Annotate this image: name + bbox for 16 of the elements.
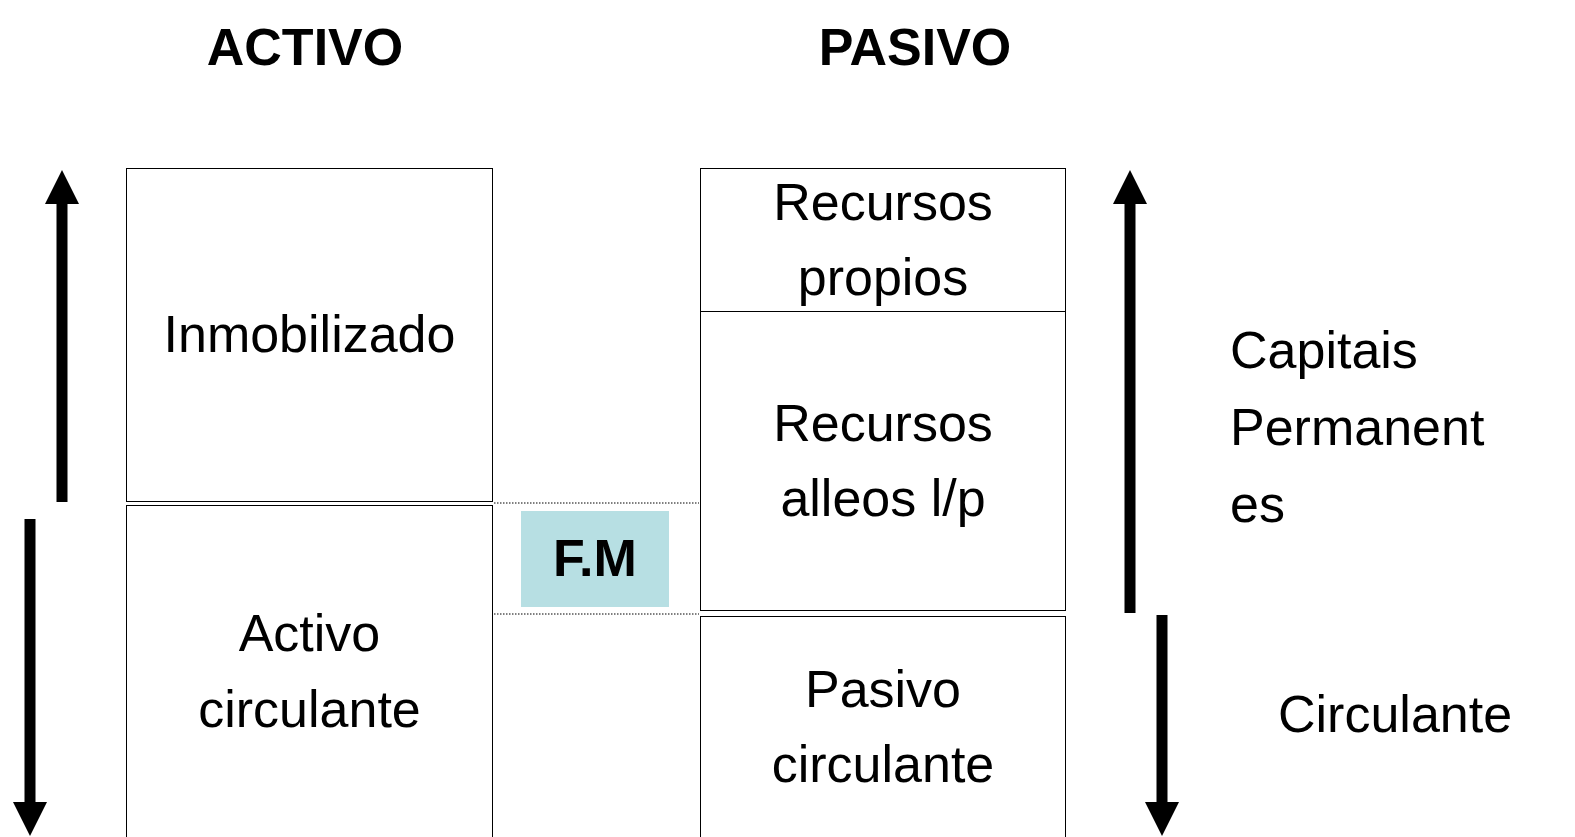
balance-box — [126, 505, 493, 837]
side-label: Capitais Permanent es — [1230, 320, 1486, 535]
box-label: F.M — [553, 528, 637, 590]
balance-box — [700, 168, 1066, 312]
box-label: Recursos alleos l/p — [772, 392, 994, 529]
box-label: Pasivo circulante — [770, 658, 996, 795]
highlight-box — [521, 511, 669, 607]
balance-box — [126, 168, 493, 502]
column-heading: PASIVO — [817, 17, 1013, 78]
box-label: Inmobilizado — [163, 304, 456, 366]
column-heading: ACTIVO — [205, 17, 405, 78]
box-label: Recursos propios — [772, 171, 994, 308]
balance-box — [700, 311, 1066, 611]
balance-box — [700, 616, 1066, 837]
side-label: Circulante — [1278, 684, 1514, 745]
box-label: Activo circulante — [197, 603, 422, 740]
